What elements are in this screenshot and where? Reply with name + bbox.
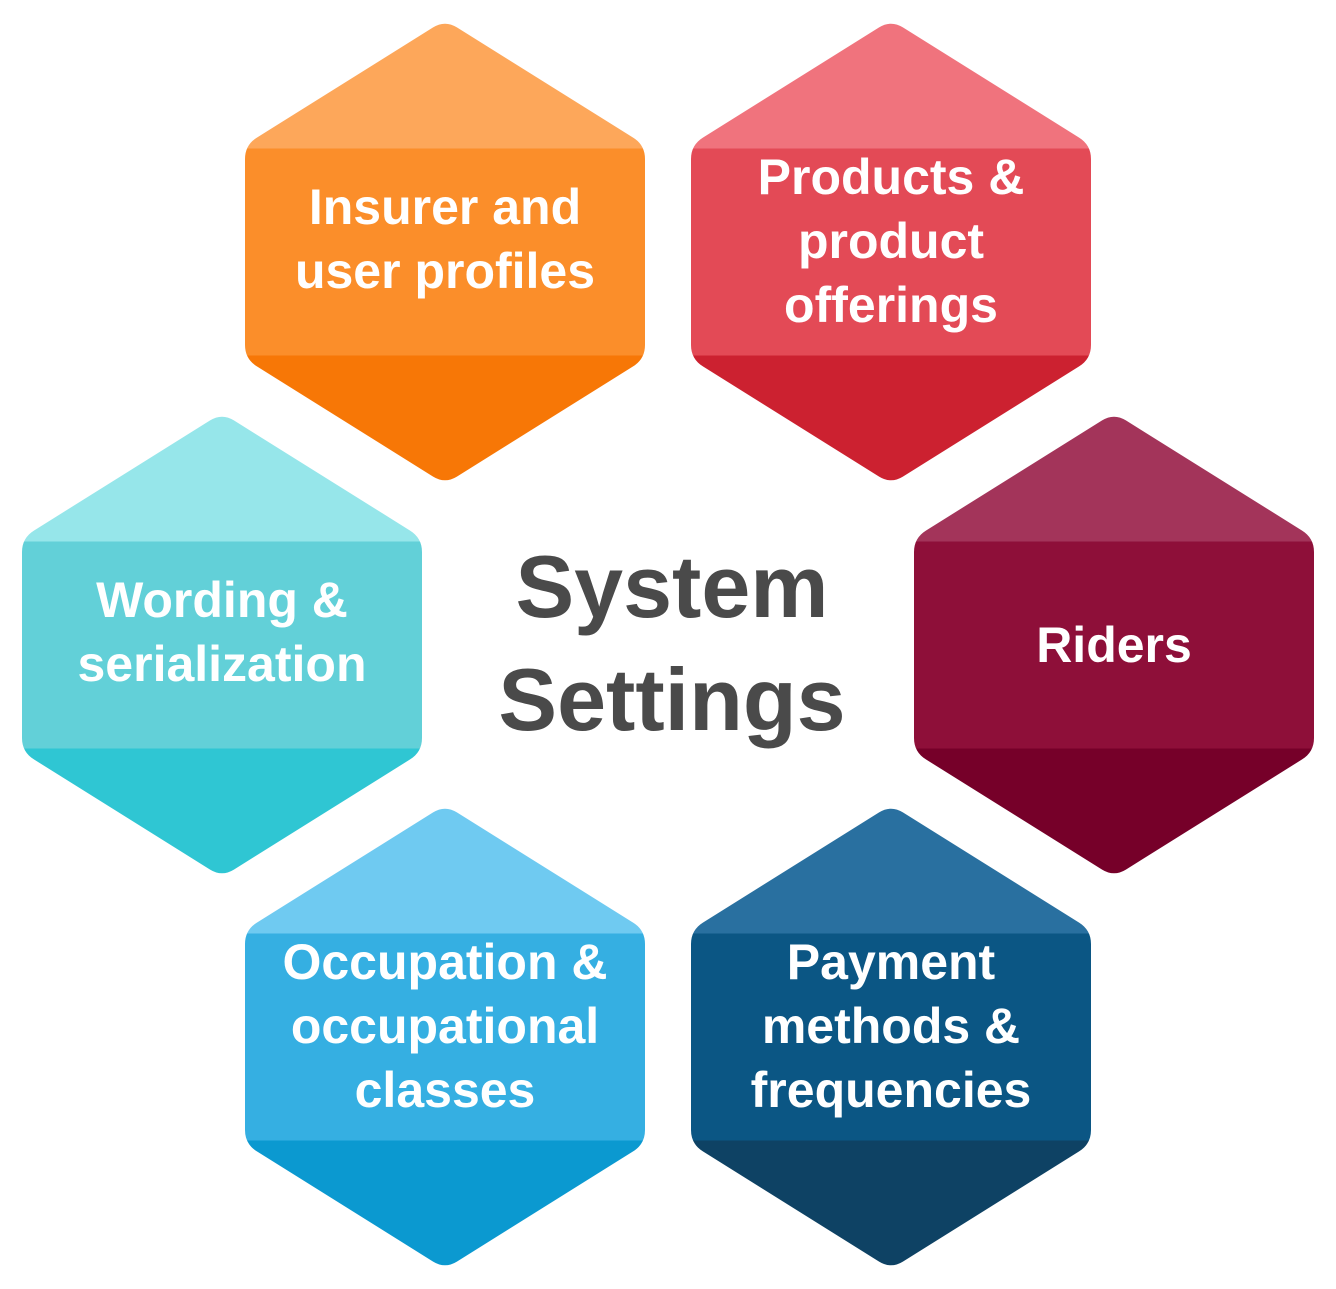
hexagon-label-line: Products & xyxy=(758,149,1025,205)
hexagon-label-line: Wording & xyxy=(96,572,348,628)
hexagon-label-line: classes xyxy=(355,1062,536,1118)
hexagon-shape xyxy=(245,808,645,1266)
hexagon-label-line: methods & xyxy=(762,998,1020,1054)
hexagon-label-line: Payment xyxy=(787,934,996,990)
hexagon-insurer-and-user-profiles: Insurer and user profiles xyxy=(245,23,645,481)
hexagon-shape xyxy=(22,416,422,874)
hexagon-payment-methods-and-frequencies: Payment methods & frequencies xyxy=(691,808,1091,1266)
center-title-line-2: Settings xyxy=(498,650,845,749)
center-title-line-1: System xyxy=(515,537,828,636)
hexagon-label-line: Riders xyxy=(1036,617,1192,673)
hexagon-label-line: user profiles xyxy=(295,243,595,299)
hexagon-shape xyxy=(245,23,645,481)
hexagon-occupation-and-occupational-classes: Occupation & occupational classes xyxy=(245,808,645,1266)
hexagon-layer: Insurer and user profiles Products & produc… xyxy=(22,23,1314,1266)
hexagon-label-line: product xyxy=(798,213,984,269)
hexagon-riders: Riders xyxy=(914,416,1314,874)
hexagon-wording-and-serialization: Wording & serialization xyxy=(22,416,422,874)
hexagon-label-line: occupational xyxy=(291,998,599,1054)
hexagon-label-line: serialization xyxy=(78,636,367,692)
center-title: System Settings xyxy=(498,537,845,749)
hexagon-products-and-product-offerings: Products & product offerings xyxy=(691,23,1091,481)
hexagon-label-line: offerings xyxy=(784,277,998,333)
hexagon-label-line: Insurer and xyxy=(309,179,581,235)
hexagon-label-line: frequencies xyxy=(751,1062,1032,1118)
hexagon-shape xyxy=(691,808,1091,1266)
hexagon-label-line: Occupation & xyxy=(282,934,607,990)
hexagon-shape xyxy=(914,416,1314,874)
hexagon-shape xyxy=(691,23,1091,481)
